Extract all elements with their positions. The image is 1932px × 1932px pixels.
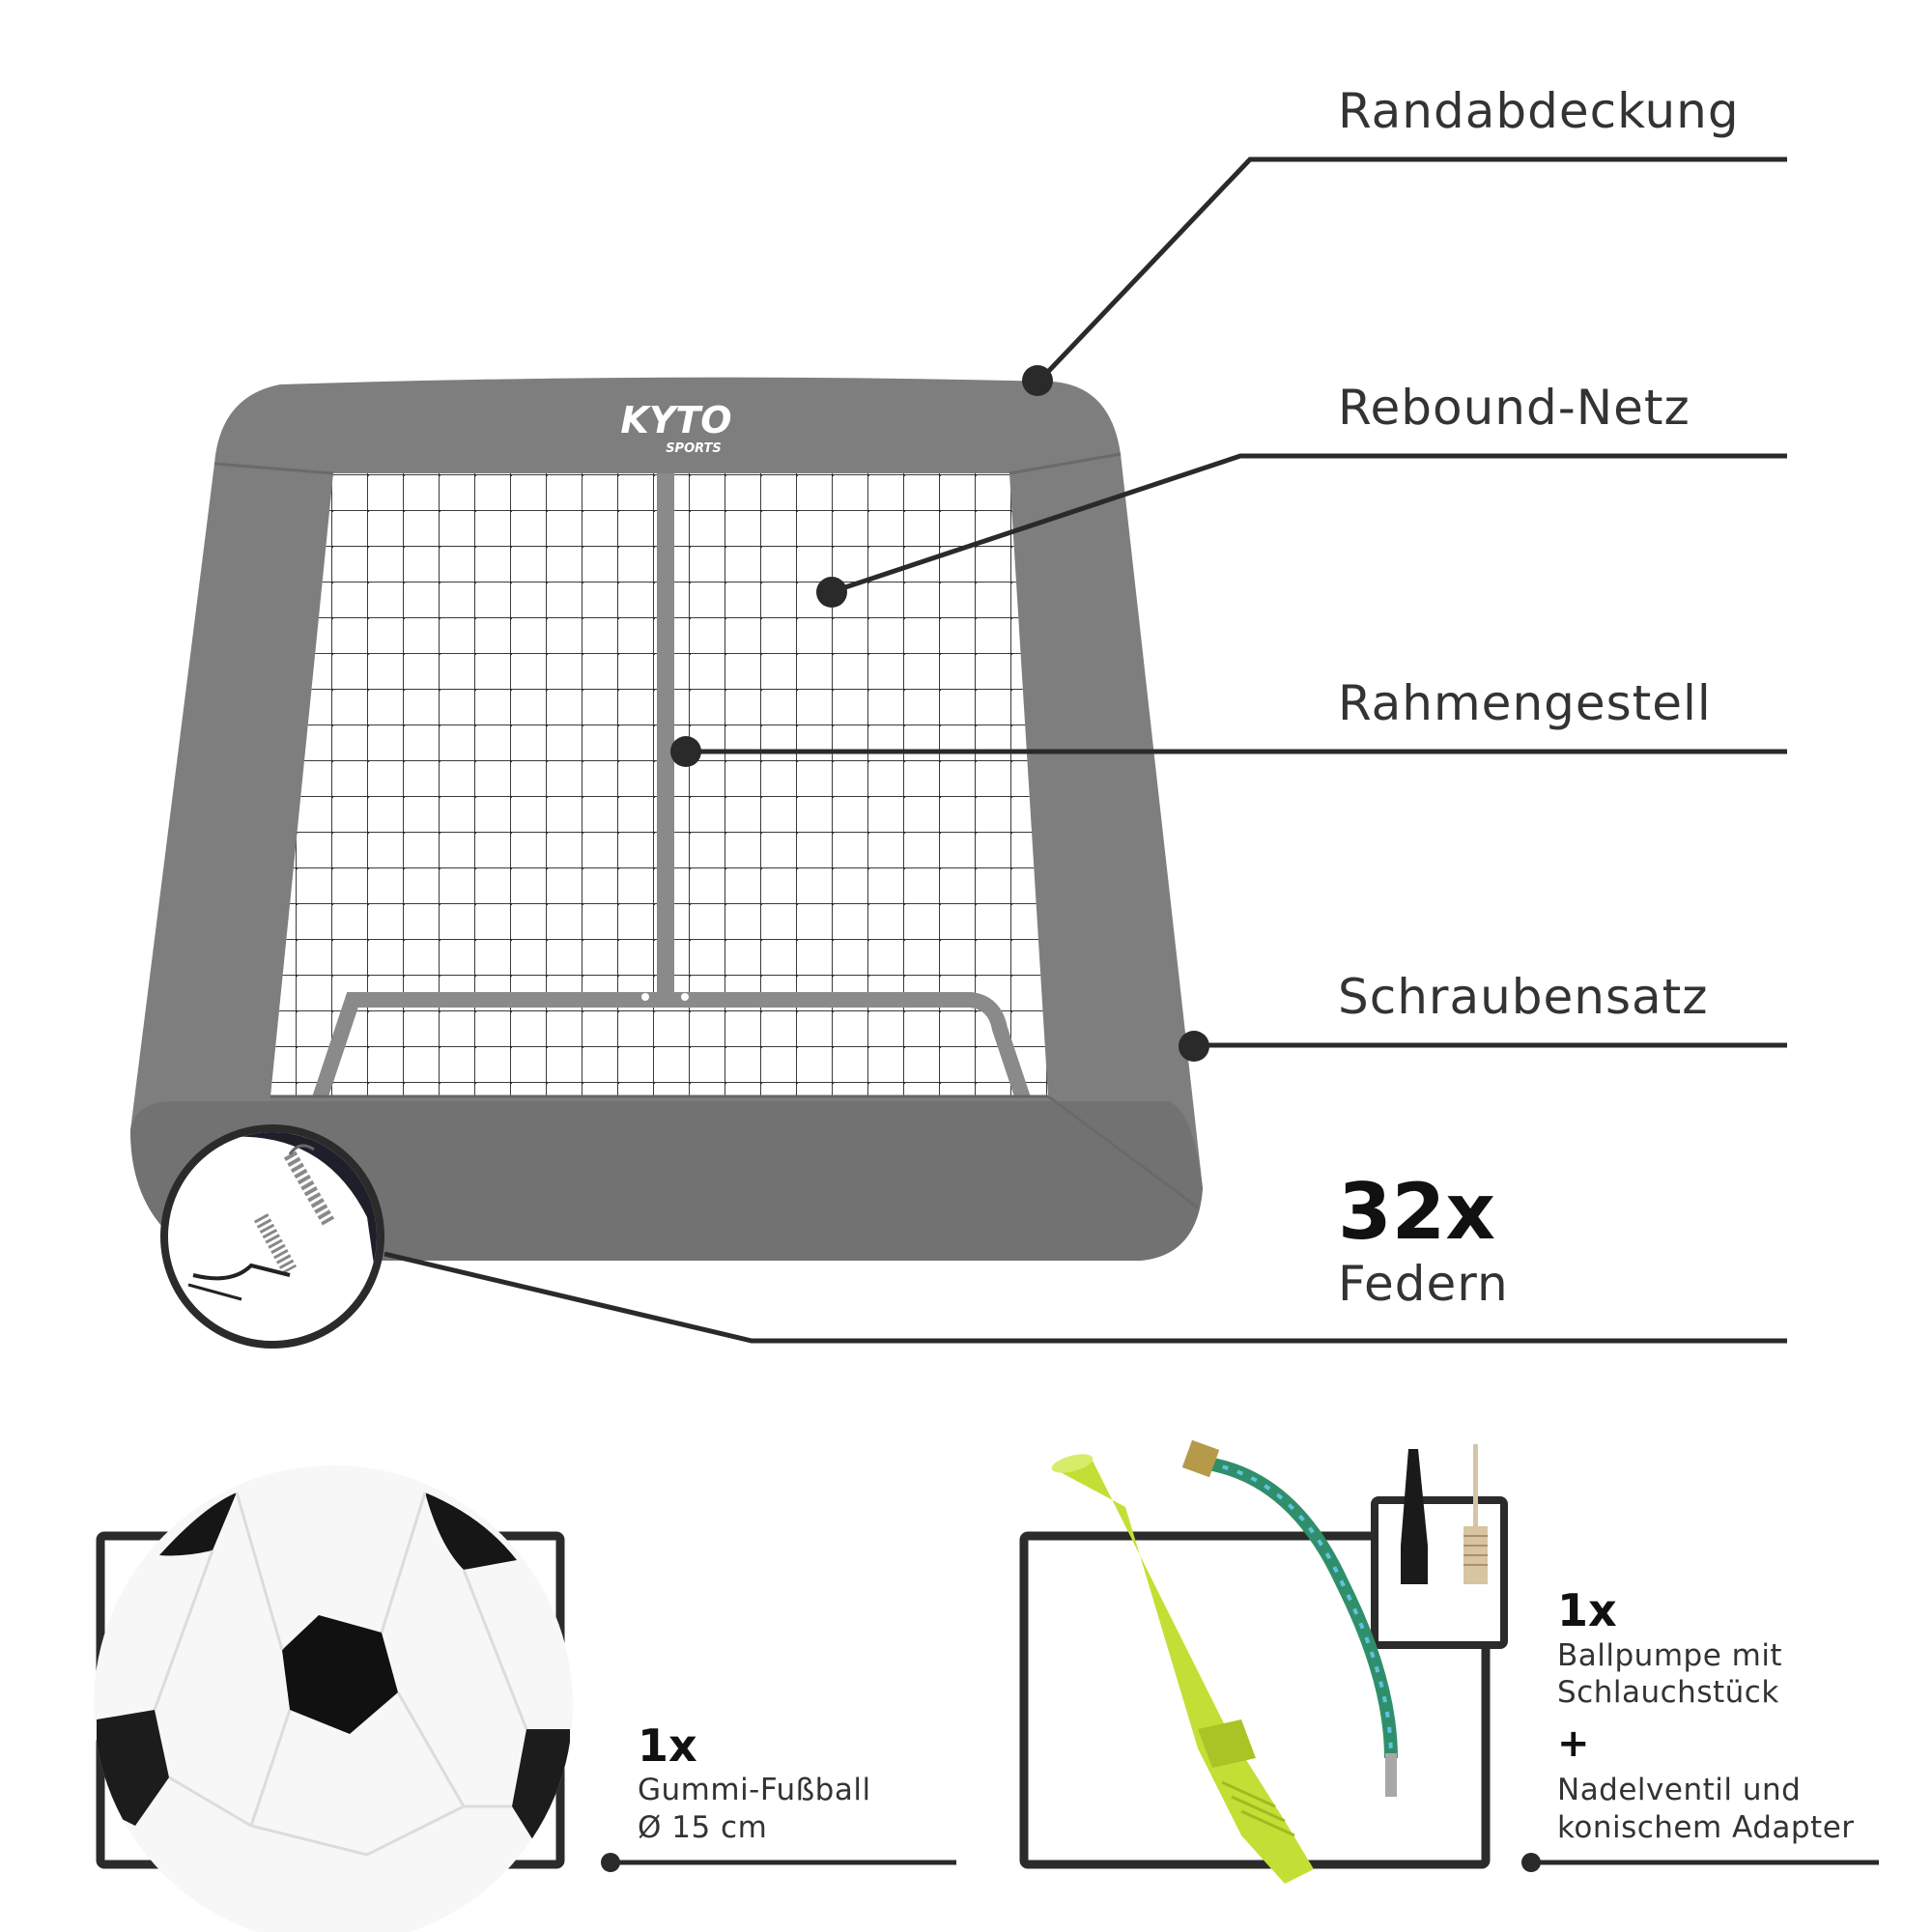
kyto-logo: KYTO SPORTS [620,399,731,456]
ball-line1: Gummi-Fußball [638,1773,871,1807]
label-edge-cover: Randabdeckung [1338,83,1740,139]
pump-body [1051,1454,1314,1884]
rebound-net [270,473,1048,1096]
springs-label: Federn [1338,1256,1509,1312]
springs-count: 32x [1338,1167,1495,1257]
pump-plus: + [1557,1721,1590,1766]
label-frame: Rahmengestell [1338,675,1712,731]
ball-count: 1x [638,1719,697,1772]
callout-lines [384,156,1879,1865]
pump-count: 1x [1557,1584,1617,1636]
pump-line1: Ballpumpe mit [1557,1638,1783,1673]
needle-valve [1401,1444,1488,1584]
ball-box [94,1465,573,1932]
svg-text:KYTO: KYTO [620,399,731,441]
svg-text:SPORTS: SPORTS [666,441,722,456]
pump-box [1019,1439,1508,1884]
callout-dots [601,365,1541,1872]
label-screw-set: Schraubensatz [1338,969,1709,1025]
soccer-ball [94,1465,573,1932]
ball-line2: Ø 15 cm [638,1810,768,1845]
pump-line2: Schlauchstück [1557,1675,1779,1710]
pump-line3: Nadelventil und [1557,1773,1802,1807]
spring-detail [160,1124,384,1349]
pump-line4: konischem Adapter [1557,1810,1855,1845]
pump-hose [1181,1439,1398,1797]
rebound-frame [130,377,1203,1261]
label-rebound-net: Rebound-Netz [1338,380,1690,436]
